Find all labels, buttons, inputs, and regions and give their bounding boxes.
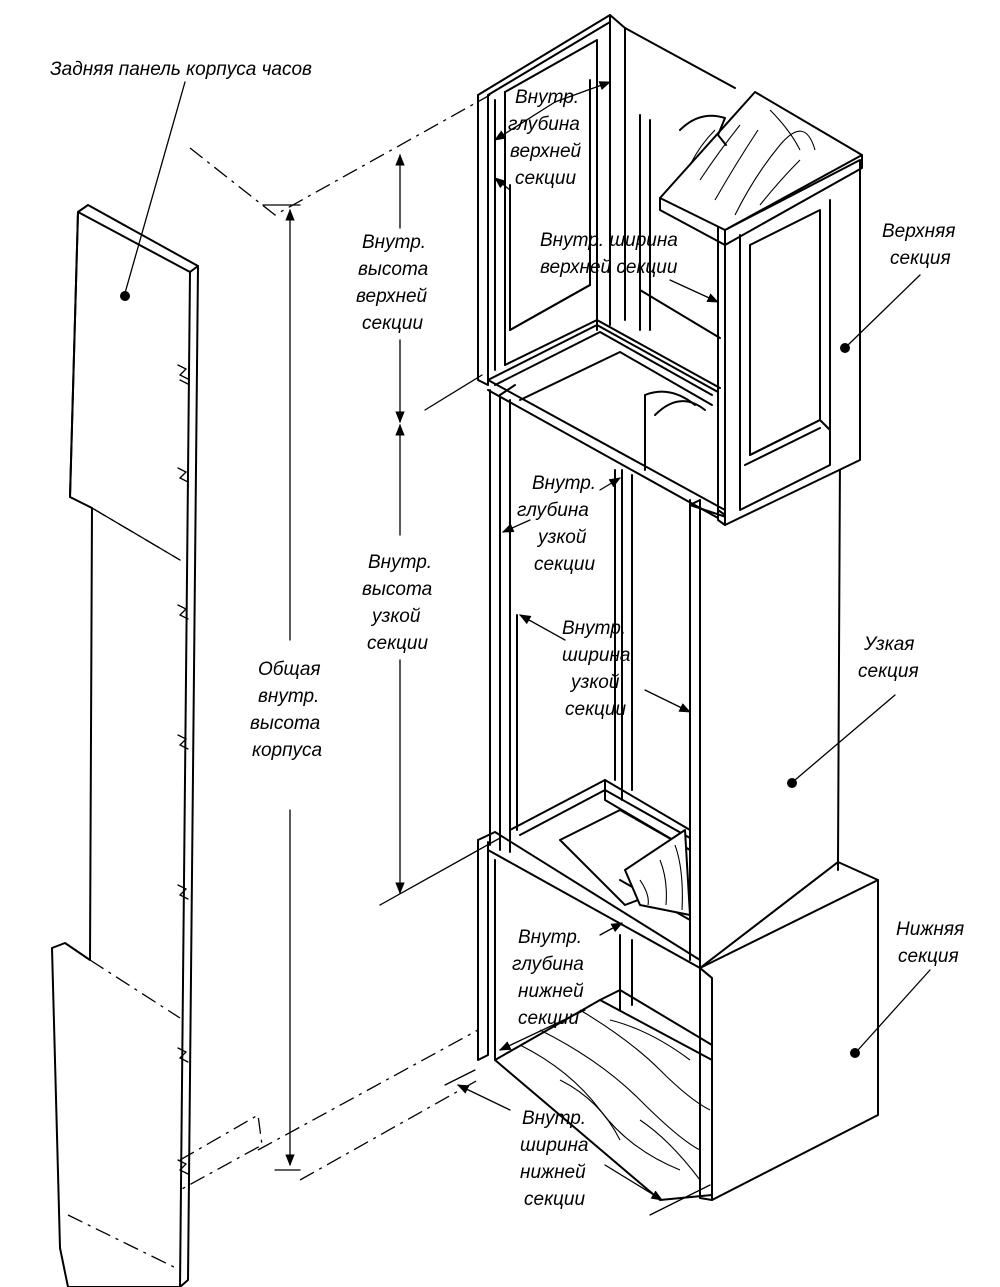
svg-text:нижней: нижней <box>520 1162 586 1183</box>
svg-text:секции: секции <box>362 313 423 334</box>
svg-text:глубина: глубина <box>517 500 589 521</box>
svg-text:Внутр.: Внутр. <box>368 552 432 573</box>
svg-text:глубина: глубина <box>512 954 584 975</box>
upper-width-arrow <box>669 279 720 303</box>
clock-case <box>477 14 879 1201</box>
svg-text:Внутр. ширина: Внутр. ширина <box>540 230 678 251</box>
svg-text:верхней: верхней <box>510 141 582 162</box>
svg-text:внутр.: внутр. <box>258 686 319 707</box>
upper-depth-arrow-b <box>554 81 612 103</box>
back-panel <box>51 204 263 1287</box>
svg-text:высота: высота <box>362 579 432 600</box>
upper-section-label: Верхняя секция <box>882 221 955 269</box>
back-panel-label: Задняя панель корпуса часов <box>50 59 312 80</box>
svg-text:нижней: нижней <box>518 981 584 1002</box>
total-height-label: Общая внутр. высота корпуса <box>250 659 322 761</box>
lower-depth-label: Внутр. глубина нижней секции <box>512 927 584 1029</box>
lower-section-dot <box>850 1048 860 1058</box>
lower-depth-arrow-a <box>599 922 624 936</box>
svg-text:секции: секции <box>565 699 626 720</box>
svg-text:Внутр.: Внутр. <box>532 473 596 494</box>
upper-section-dot <box>840 343 850 353</box>
svg-text:секция: секция <box>898 946 959 967</box>
back-panel-leader <box>124 81 186 294</box>
svg-text:Внутр.: Внутр. <box>562 618 626 639</box>
svg-text:глубина: глубина <box>508 114 580 135</box>
upper-depth-label: Внутр. глубина верхней секции <box>508 87 582 189</box>
svg-text:высота: высота <box>358 259 428 280</box>
svg-text:Общая: Общая <box>258 659 321 680</box>
svg-text:верхней секции: верхней секции <box>540 257 678 278</box>
svg-text:Внутр.: Внутр. <box>362 232 426 253</box>
narrow-height-dimension <box>379 423 501 906</box>
svg-text:узкой: узкой <box>536 527 587 548</box>
projection-top <box>189 94 491 216</box>
narrow-depth-label: Внутр. глубина узкой секции <box>517 473 596 575</box>
narrow-width-label: Внутр. ширина узкой секции <box>562 618 631 720</box>
lower-depth-arrow-b <box>498 1009 586 1051</box>
lower-width-ext <box>444 1069 476 1086</box>
narrow-width-arrow-a <box>518 614 566 641</box>
svg-text:секция: секция <box>890 248 951 269</box>
svg-text:узкой: узкой <box>569 672 620 693</box>
lower-width-ext-2 <box>649 1184 711 1216</box>
total-height-dimension <box>262 204 301 1171</box>
projection-bottom-2 <box>299 1079 479 1181</box>
lower-section-leader <box>857 969 931 1051</box>
svg-text:секции: секции <box>524 1189 585 1210</box>
narrow-section-dot <box>787 778 797 788</box>
upper-width-label: Внутр. ширина верхней секции <box>540 230 678 278</box>
svg-text:узкой: узкой <box>370 606 421 627</box>
projection-bottom <box>257 1029 479 1151</box>
svg-text:секция: секция <box>858 661 919 682</box>
upper-section-leader <box>847 274 921 346</box>
lower-width-arrow-b <box>604 1164 663 1201</box>
svg-text:секции: секции <box>367 633 428 654</box>
narrow-height-label: Внутр. высота узкой секции <box>362 552 432 654</box>
lower-section-label: Нижняя секция <box>896 919 964 967</box>
svg-text:секции: секции <box>515 168 576 189</box>
svg-text:корпуса: корпуса <box>252 740 322 761</box>
upper-depth-arrow-a <box>494 101 556 141</box>
back-panel-dot <box>120 291 130 301</box>
svg-text:Внутр.: Внутр. <box>518 927 582 948</box>
lower-width-label: Внутр. ширина нижней секции <box>520 1108 589 1210</box>
upper-height-dimension <box>395 153 483 424</box>
svg-text:ширина: ширина <box>520 1135 589 1156</box>
narrow-depth-arrow-a <box>599 477 622 491</box>
narrow-section-label: Узкая секция <box>858 634 919 682</box>
lower-width-arrow-a <box>456 1084 511 1111</box>
svg-text:Внутр.: Внутр. <box>522 1108 586 1129</box>
narrow-width-arrow-b <box>644 689 692 713</box>
svg-text:секции: секции <box>518 1008 579 1029</box>
svg-text:Верхняя: Верхняя <box>882 221 955 242</box>
svg-text:верхней: верхней <box>356 286 428 307</box>
svg-text:Нижняя: Нижняя <box>896 919 964 940</box>
svg-text:Узкая: Узкая <box>863 634 914 655</box>
narrow-depth-arrow-b <box>501 519 531 533</box>
svg-text:ширина: ширина <box>562 645 631 666</box>
svg-text:высота: высота <box>250 713 320 734</box>
upper-height-label: Внутр. высота верхней секции <box>356 232 428 334</box>
svg-text:Внутр.: Внутр. <box>515 87 579 108</box>
svg-text:секции: секции <box>534 554 595 575</box>
upper-depth-arrow-c <box>494 177 511 191</box>
narrow-section-leader <box>794 694 896 781</box>
